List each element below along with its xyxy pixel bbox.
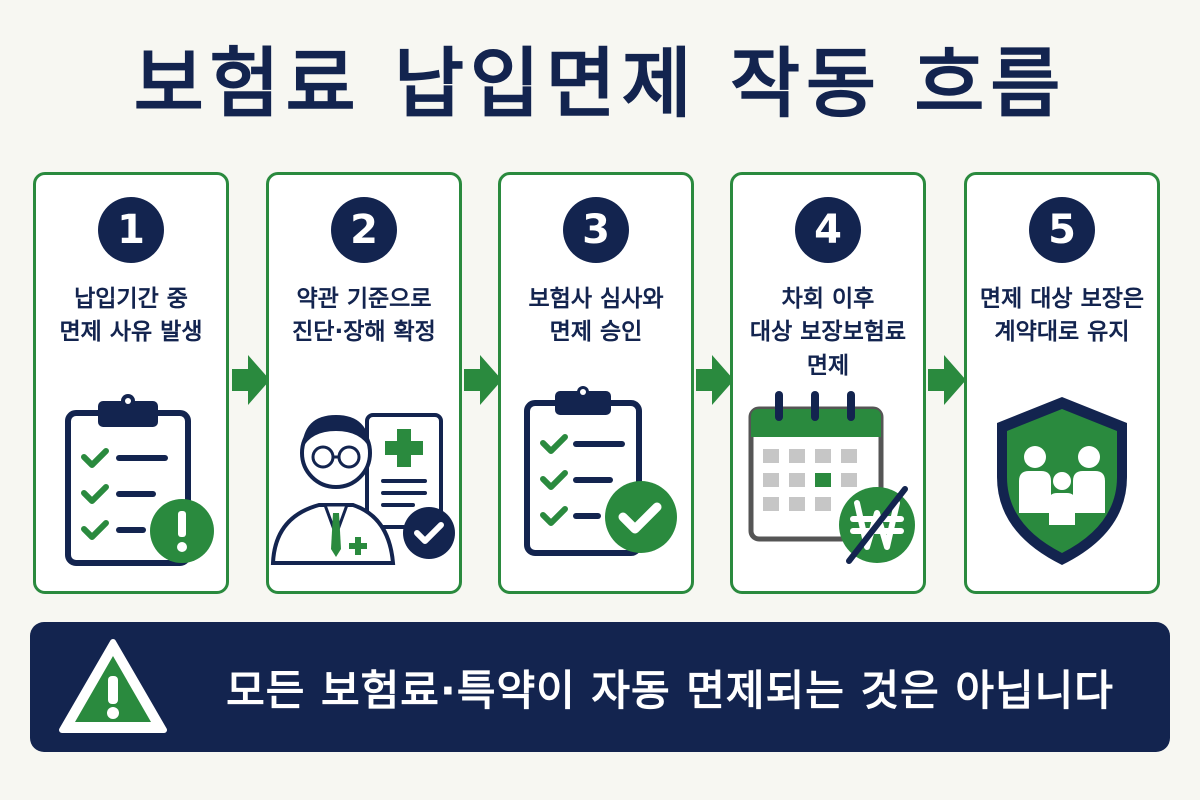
- step-number-badge: 2: [331, 197, 397, 263]
- step-number-badge: 1: [98, 197, 164, 263]
- clipboard-alert-icon: [65, 394, 214, 566]
- arrow-right-icon: [696, 355, 734, 405]
- step-description: 약관 기준으로 진단·장해 확정: [275, 283, 453, 350]
- calendar-no-payment-icon: [748, 391, 915, 564]
- step-line: 대상 보장보험료: [749, 319, 907, 346]
- step-card-2: 2 약관 기준으로 진단·장해 확정: [266, 172, 462, 594]
- warning-triangle-icon: [59, 639, 167, 733]
- clipboard-check-icon: [524, 386, 677, 556]
- step-card-3: 3 보험사 심사와 면제 승인: [498, 172, 694, 594]
- step-card-4: 4 차회 이후 대상 보장보험료 면제: [730, 172, 926, 594]
- arrow-right-icon: [232, 355, 270, 405]
- arrow-right-icon: [464, 355, 502, 405]
- step-description: 차회 이후 대상 보장보험료 면제: [739, 283, 917, 383]
- step-number-badge: 4: [795, 197, 861, 263]
- step-card-1: 1 납입기간 중 면제 사유 발생: [33, 172, 229, 594]
- step-line: 약관 기준으로: [296, 286, 432, 312]
- step-line: 면제 사유 발생: [59, 319, 203, 346]
- arrow-right-icon: [928, 355, 966, 405]
- step-number-badge: 5: [1029, 197, 1095, 263]
- warning-text: 모든 보험료·특약이 자동 면제되는 것은 아닙니다: [226, 665, 1114, 715]
- step-number-badge: 3: [563, 197, 629, 263]
- step-line: 면제 대상 보장은: [979, 286, 1145, 312]
- step-description: 면제 대상 보장은 계약대로 유지: [973, 283, 1151, 350]
- family-shield-icon: [997, 397, 1127, 565]
- step-line: 차회 이후: [781, 286, 875, 312]
- page-title: 보험료 납입면제 작동 흐름: [133, 39, 1067, 128]
- step-line: 보험사 심사와: [528, 286, 664, 312]
- step-card-5: 5 면제 대상 보장은 계약대로 유지: [964, 172, 1160, 594]
- step-line: 면제: [806, 352, 850, 379]
- step-line: 납입기간 중: [74, 286, 188, 312]
- warning-banner: 모든 보험료·특약이 자동 면제되는 것은 아닙니다: [30, 622, 1170, 752]
- step-description: 납입기간 중 면제 사유 발생: [42, 283, 220, 350]
- step-line: 진단·장해 확정: [292, 319, 436, 346]
- doctor-document-icon: [270, 413, 455, 565]
- step-description: 보험사 심사와 면제 승인: [507, 283, 685, 350]
- step-line: 면제 승인: [549, 319, 643, 346]
- step-line: 계약대로 유지: [994, 319, 1130, 346]
